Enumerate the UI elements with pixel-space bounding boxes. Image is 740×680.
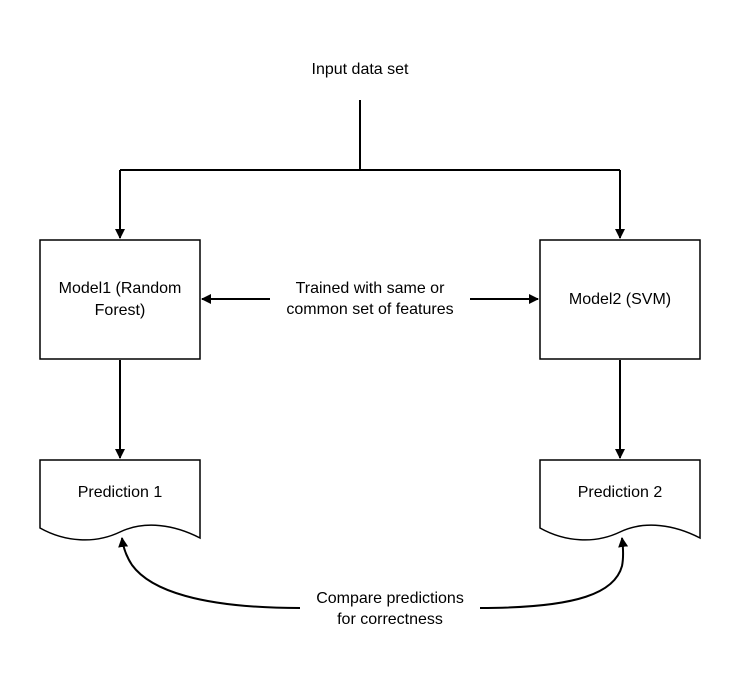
prediction1-document-shape [39, 459, 201, 541]
model2-box [539, 239, 701, 360]
prediction2-label: Prediction 2 [578, 484, 663, 501]
prediction1-node: Prediction 1 [39, 459, 201, 541]
compare-note-line2: for correctness [337, 611, 443, 628]
model1-box [39, 239, 201, 360]
model2-node: Model2 (SVM) [539, 239, 701, 360]
input-split-connector [115, 100, 625, 239]
compare-connector: Compare predictions for correctness [118, 537, 629, 628]
prediction2-document-shape [539, 459, 701, 541]
training-note-line2: common set of features [286, 301, 453, 318]
compare-note-line1: Compare predictions [316, 590, 464, 607]
model1-label-line1: Model1 (Random [59, 280, 182, 297]
compare-arrow-right [479, 537, 629, 609]
prediction1-label: Prediction 1 [78, 484, 163, 501]
model1-label-line2: Forest) [95, 302, 146, 319]
prediction2-node: Prediction 2 [539, 459, 701, 541]
model1-node: Model1 (Random Forest) [39, 239, 201, 360]
model2-label: Model2 (SVM) [569, 291, 671, 308]
input-data-set-label: Input data set [312, 61, 410, 78]
training-connector: Trained with same or common set of featu… [201, 280, 539, 318]
compare-arrow-left [118, 537, 301, 609]
training-note-line1: Trained with same or [296, 280, 445, 297]
